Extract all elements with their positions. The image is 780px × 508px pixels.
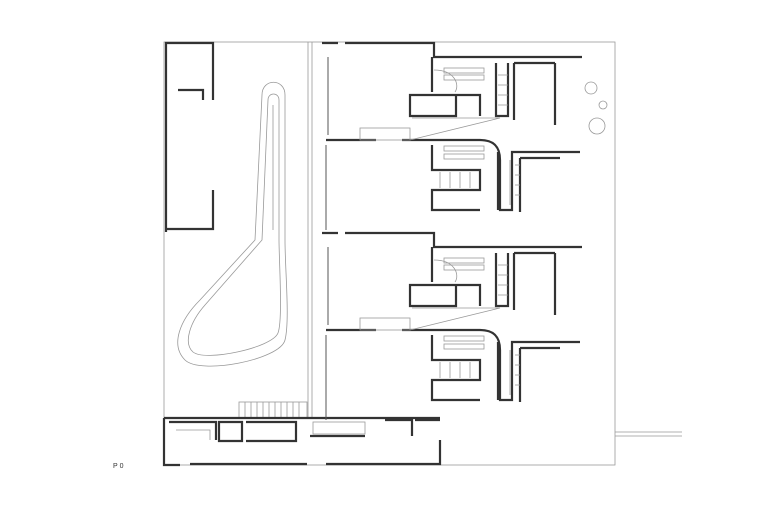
parking-ramp [177,81,288,367]
unit-module [322,41,582,230]
unit-module-2 [320,231,584,422]
lower-stair [238,401,308,419]
bottom-corridor [162,416,442,467]
site-boundary [163,41,682,466]
level-label: P0 [113,463,126,470]
garden-trees [584,81,608,135]
left-tall-room [164,41,215,232]
